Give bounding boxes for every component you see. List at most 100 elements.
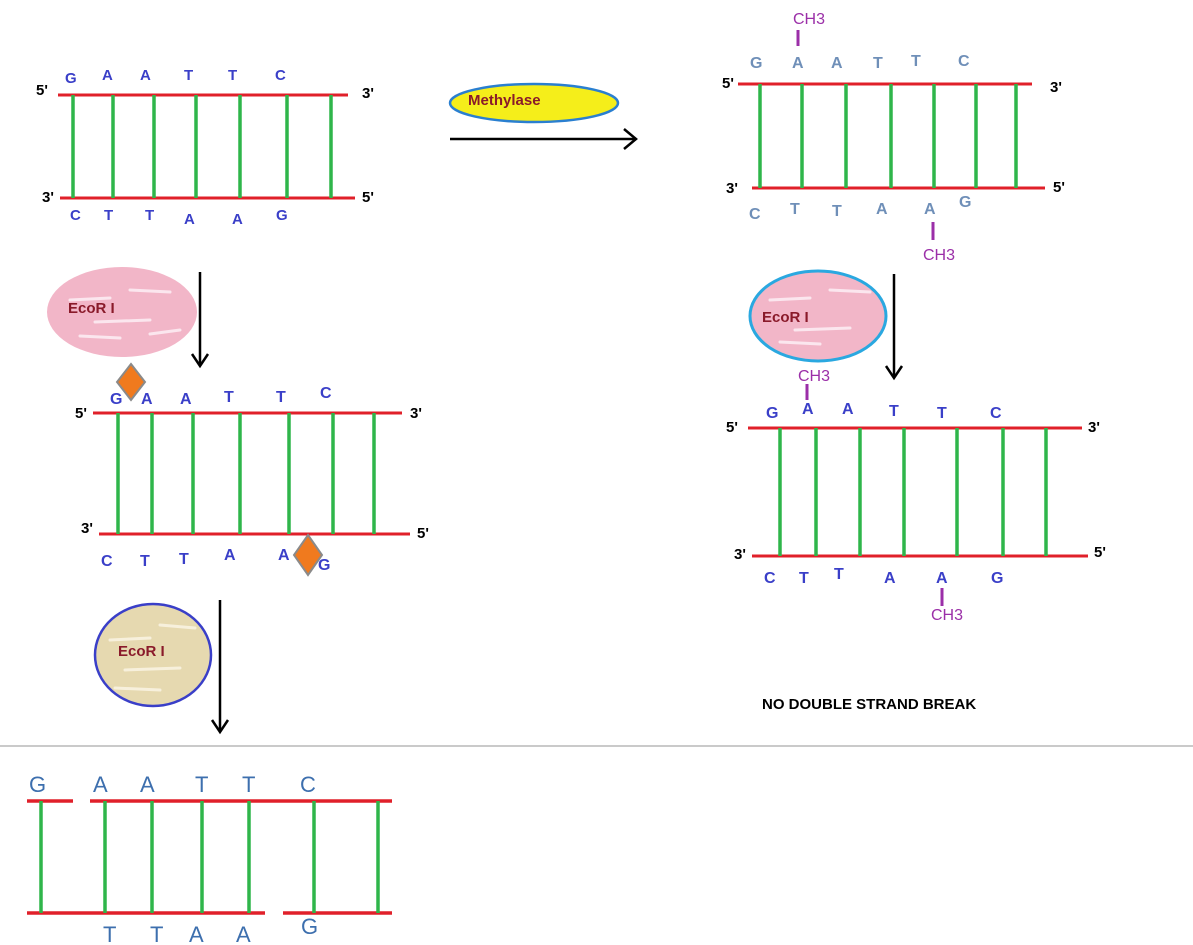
base: T	[103, 922, 116, 945]
base-pair-rungs	[778, 428, 1048, 556]
base: T	[832, 203, 842, 220]
texture-stroke	[148, 328, 182, 336]
methyl-label: CH3	[798, 368, 830, 385]
methyl-group-top: CH3	[798, 368, 830, 400]
base: A	[802, 401, 814, 418]
methyl-group-bottom: CH3	[931, 588, 963, 624]
base: A	[93, 772, 108, 797]
base: T	[276, 389, 286, 406]
texture-stroke	[158, 623, 197, 630]
base: T	[195, 772, 208, 797]
three-prime-label: 3'	[1050, 79, 1062, 96]
base: T	[104, 207, 113, 224]
base: G	[750, 55, 762, 72]
base: G	[318, 557, 330, 574]
top-strand-bases: G A A T T C	[750, 53, 970, 72]
base-pair-rungs	[116, 413, 376, 534]
base: G	[991, 570, 1003, 587]
arrow-head	[884, 365, 904, 381]
three-prime-label: 3'	[42, 189, 54, 206]
bottom-strand-bases: C T T A A G	[764, 566, 1003, 587]
base: C	[958, 53, 970, 70]
base: A	[189, 922, 204, 945]
base: C	[101, 553, 113, 570]
base: T	[140, 553, 150, 570]
three-prime-label: 3'	[734, 546, 746, 563]
base: A	[831, 55, 843, 72]
base: T	[873, 55, 883, 72]
base: A	[184, 211, 195, 228]
cut-site-marker	[115, 362, 147, 402]
base: G	[110, 391, 122, 408]
base: T	[937, 405, 947, 422]
top-strand-bases: G A A T T C	[65, 67, 286, 87]
cut-site-marker	[292, 533, 324, 577]
product-bottom-bases: T T A A G	[103, 914, 318, 945]
base: T	[145, 207, 154, 224]
base: G	[65, 70, 77, 87]
texture-stroke	[108, 636, 152, 642]
five-prime-label: 5'	[75, 405, 87, 422]
ecori-label: EcoR I	[762, 309, 809, 326]
bottom-strand-bases: C T T A A G	[101, 547, 330, 574]
texture-stroke	[78, 334, 122, 340]
bottom-strand-bases: C T T A A G	[749, 194, 971, 223]
no-break-caption: NO DOUBLE STRAND BREAK	[762, 696, 976, 713]
base: C	[275, 67, 286, 84]
ecori-enzyme	[47, 267, 197, 357]
base: T	[242, 772, 255, 797]
ecori-cleavage-step: EcoR I	[93, 600, 230, 735]
base: A	[232, 211, 243, 228]
bottom-strand-bases: C T T A A G	[70, 207, 288, 228]
enzyme-texture	[768, 288, 872, 346]
ecori-methylated-step: EcoR I	[748, 269, 904, 381]
methyl-group-top: CH3	[793, 11, 825, 46]
top-strand-bases: G A A T T C	[766, 401, 1002, 422]
base: T	[834, 566, 844, 583]
five-prime-label: 5'	[362, 189, 374, 206]
base: T	[228, 67, 237, 84]
base: A	[876, 201, 888, 218]
base: T	[179, 551, 189, 568]
three-prime-label: 3'	[362, 85, 374, 102]
base: A	[180, 391, 192, 408]
texture-stroke	[778, 340, 822, 346]
three-prime-label: 3'	[410, 405, 422, 422]
ecori-enzyme	[93, 602, 213, 708]
three-prime-label: 3'	[81, 520, 93, 537]
texture-stroke	[128, 288, 172, 294]
base: T	[184, 67, 193, 84]
base: T	[790, 201, 800, 218]
product-top-bases: G A A T T C	[29, 772, 316, 797]
base: T	[150, 922, 163, 945]
base: C	[990, 405, 1002, 422]
five-prime-label: 5'	[726, 419, 738, 436]
base: A	[140, 67, 151, 84]
base-pair-rungs	[71, 95, 333, 198]
base: C	[300, 772, 316, 797]
ecori-binding-step: EcoR I	[47, 267, 210, 369]
three-prime-label: 3'	[726, 180, 738, 197]
five-prime-label: 5'	[417, 525, 429, 542]
methylase-label: Methylase	[468, 92, 541, 109]
base: T	[799, 570, 809, 587]
five-prime-label: 5'	[1094, 544, 1106, 561]
base: C	[70, 207, 81, 224]
enzyme-texture	[108, 623, 197, 692]
texture-stroke	[828, 288, 872, 294]
methyl-label: CH3	[923, 247, 955, 264]
base: G	[29, 772, 46, 797]
texture-stroke	[793, 326, 852, 332]
dna-cleaved-product: G A A T T C T T A A G	[27, 772, 392, 945]
base: G	[276, 207, 288, 224]
ecori-label: EcoR I	[118, 643, 165, 660]
arrow-head	[190, 353, 210, 369]
texture-stroke	[113, 686, 162, 692]
arrow-head	[623, 128, 638, 150]
texture-stroke	[93, 318, 152, 324]
base: G	[766, 405, 778, 422]
base: A	[842, 401, 854, 418]
texture-stroke	[768, 296, 812, 302]
base: A	[141, 391, 153, 408]
base: A	[102, 67, 113, 84]
